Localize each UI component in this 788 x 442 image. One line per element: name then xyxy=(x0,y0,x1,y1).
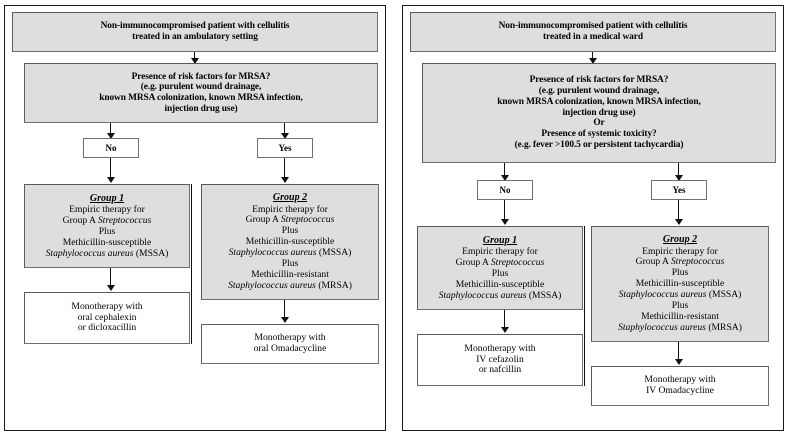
group1-line-5: Staphylococcus aureus (MSSA) xyxy=(438,289,562,301)
group2-line-3: Plus xyxy=(281,225,299,237)
group2-line-4: Methicillin-susceptible xyxy=(245,236,335,248)
group1-box: Group 1 Empiric therapy for Group A Stre… xyxy=(24,184,190,268)
header-box-medical-ward: Non-immunocompromised patient with cellu… xyxy=(410,12,776,52)
arrow-no-to-group1 xyxy=(106,158,115,183)
panel-ambulatory: Non-immunocompromised patient with cellu… xyxy=(4,5,386,431)
decision-line-4: injection drug use) xyxy=(562,107,636,118)
group1-line-4: Methicillin-susceptible xyxy=(62,236,152,248)
group1-line-2: Group A Streptococcus xyxy=(455,256,545,268)
group2-line-1: Empiric therapy for xyxy=(252,203,328,215)
decision-line-2: (e.g. purulent wound drainage, xyxy=(140,82,262,93)
group1-line-1: Empiric therapy for xyxy=(462,245,538,257)
treatment-yes-line-1: Monotherapy with xyxy=(644,374,716,386)
panel-medical-ward: Non-immunocompromised patient with cellu… xyxy=(402,5,784,431)
group1-box: Group 1 Empiric therapy for Group A Stre… xyxy=(417,226,583,310)
branch-no-label: No xyxy=(499,184,511,195)
arrow-yes-to-group2 xyxy=(280,158,289,183)
group2-line-2: Group A Streptococcus xyxy=(245,214,335,226)
group2-line-7: Methicillin-resistant xyxy=(641,311,719,323)
group1-heading: Group 1 xyxy=(89,192,125,204)
arrow-decision-to-yes xyxy=(674,163,683,181)
branch-yes-box: Yes xyxy=(257,138,313,158)
group1-line-3: Plus xyxy=(98,225,116,237)
group2-line-3: Plus xyxy=(671,267,689,279)
branch-no-box: No xyxy=(83,138,139,158)
header-line-2: treated in an ambulatory setting xyxy=(132,32,258,42)
group2-line-2: Group A Streptococcus xyxy=(635,256,725,268)
arrow-no-to-group1 xyxy=(500,200,509,225)
arrow-group2-to-treatment xyxy=(280,300,289,323)
treatment-no-line-3: or nafcillin xyxy=(478,364,522,376)
group2-box: Group 2 Empiric therapy for Group A Stre… xyxy=(591,226,769,342)
treatment-yes-line-2: IV Omadacycline xyxy=(646,385,714,396)
group1-line-1: Empiric therapy for xyxy=(69,203,145,215)
group2-line-6: Plus xyxy=(281,258,299,270)
group2-line-8: Staphylococcus aureus (MRSA) xyxy=(618,321,742,333)
arrow-yes-to-group2 xyxy=(674,200,683,225)
decision-line-1: Presence of risk factors for MRSA? xyxy=(131,71,271,82)
rail-left-group-column xyxy=(191,184,192,344)
decision-box-mrsa-risk: Presence of risk factors for MRSA? (e.g.… xyxy=(24,63,378,123)
header-box-ambulatory: Non-immunocompromised patient with cellu… xyxy=(12,12,378,52)
arrow-header-to-decision xyxy=(190,52,199,64)
group1-line-2: Group A Streptococcus xyxy=(62,214,152,226)
header-line-2: treated in a medical ward xyxy=(543,32,643,42)
group2-line-5: Staphylococcus aureus (MSSA) xyxy=(618,289,742,301)
treatment-no-line-1: Monotherapy with xyxy=(464,342,536,354)
branch-yes-label: Yes xyxy=(278,142,292,153)
group2-line-8: Staphylococcus aureus (MRSA) xyxy=(228,279,352,291)
group2-heading: Group 2 xyxy=(272,192,308,204)
treatment-yes-box: Monotherapy with oral Omadacycline xyxy=(201,324,379,364)
treatment-no-line-1: Monotherapy with xyxy=(71,300,143,312)
decision-line-1: Presence of risk factors for MRSA? xyxy=(529,75,669,86)
treatment-no-line-2: oral cephalexin xyxy=(77,311,137,323)
decision-line-3: known MRSA colonization, known MRSA infe… xyxy=(99,93,303,103)
group2-line-5: Staphylococcus aureus (MSSA) xyxy=(228,247,352,259)
header-line-1: Non-immunocompromised patient with cellu… xyxy=(498,21,688,32)
decision-line-7: (e.g. fever >100.5 or persistent tachyca… xyxy=(514,139,684,150)
treatment-yes-line-2: oral Omadacycline xyxy=(253,343,327,354)
arrow-group1-to-treatment xyxy=(500,310,509,333)
group2-line-4: Methicillin-susceptible xyxy=(635,278,725,290)
decision-box-mrsa-risk-toxicity: Presence of risk factors for MRSA? (e.g.… xyxy=(422,63,776,163)
group1-heading: Group 1 xyxy=(482,234,518,246)
treatment-no-line-2: IV cefazolin xyxy=(476,353,524,365)
arrow-decision-to-no xyxy=(106,123,115,139)
group2-line-1: Empiric therapy for xyxy=(642,245,718,257)
group1-line-4: Methicillin-susceptible xyxy=(455,278,545,290)
treatment-no-line-3: or dicloxacillin xyxy=(77,322,137,334)
treatment-no-box: Monotherapy with oral cephalexin or dicl… xyxy=(24,292,190,344)
group2-line-6: Plus xyxy=(671,300,689,312)
group2-line-7: Methicillin-resistant xyxy=(251,269,329,281)
group2-heading: Group 2 xyxy=(662,234,698,246)
decision-line-6: Presence of systemic toxicity? xyxy=(541,129,657,140)
arrow-header-to-decision xyxy=(588,52,597,64)
decision-line-2: (e.g. purulent wound drainage, xyxy=(538,86,660,97)
decision-line-3: known MRSA colonization, known MRSA infe… xyxy=(497,96,701,107)
decision-line-5: Or xyxy=(593,118,605,129)
branch-no-box: No xyxy=(477,180,533,200)
arrow-decision-to-no xyxy=(500,163,509,181)
treatment-yes-line-1: Monotherapy with xyxy=(254,332,326,344)
arrow-group1-to-treatment xyxy=(106,268,115,291)
arrow-group2-to-treatment xyxy=(674,342,683,365)
branch-yes-label: Yes xyxy=(672,184,686,195)
rail-left-group-column xyxy=(584,226,585,386)
arrow-decision-to-yes xyxy=(280,123,289,139)
header-line-1: Non-immunocompromised patient with cellu… xyxy=(100,21,290,32)
group2-box: Group 2 Empiric therapy for Group A Stre… xyxy=(201,184,379,300)
group1-line-5: Staphylococcus aureus (MSSA) xyxy=(45,247,169,259)
decision-line-4: injection drug use) xyxy=(164,103,238,114)
treatment-yes-box: Monotherapy with IV Omadacycline xyxy=(591,366,769,406)
branch-no-label: No xyxy=(105,142,117,153)
group1-line-3: Plus xyxy=(491,267,509,279)
treatment-no-box: Monotherapy with IV cefazolin or nafcill… xyxy=(417,334,583,386)
branch-yes-box: Yes xyxy=(651,180,707,200)
